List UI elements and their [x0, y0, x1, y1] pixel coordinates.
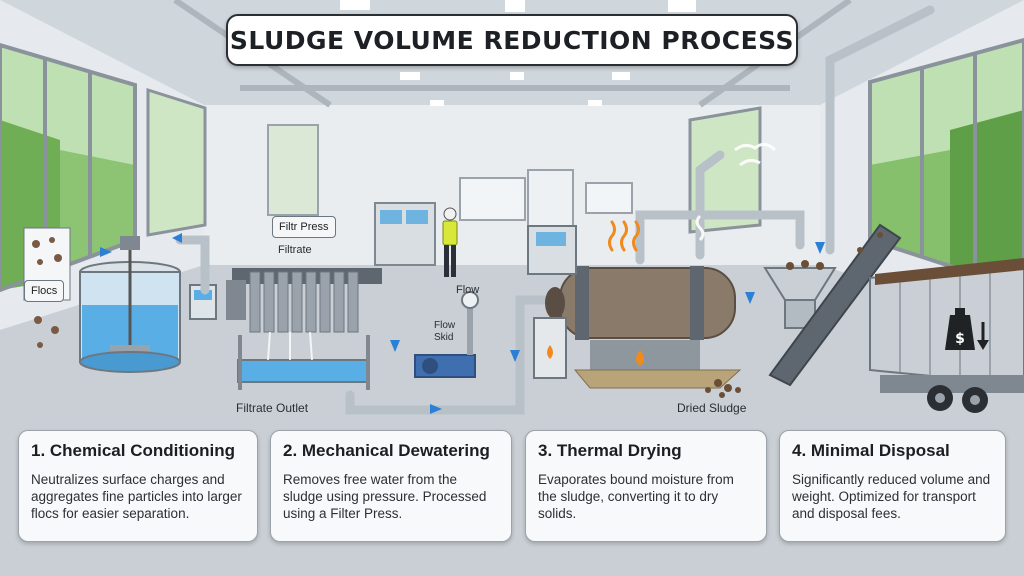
- heat-waves: [608, 220, 640, 252]
- control-panel: [527, 225, 577, 275]
- flow-arrows: [100, 233, 825, 414]
- dried-sludge-label: Dried Sludge: [677, 401, 747, 415]
- title-banner: SLUDGE VOLUME REDUCTION PROCESS: [226, 14, 798, 66]
- dried-sludge-pile: [705, 379, 741, 398]
- thermal-dryer: [533, 266, 742, 389]
- step-heading: 1. Chemical Conditioning: [31, 441, 236, 460]
- step-card-minimal-disposal: 4. Minimal Disposal Significantly reduce…: [779, 430, 1006, 542]
- filter-press: [226, 268, 382, 390]
- flow-label: Flow: [456, 284, 480, 296]
- ceiling-lights: [340, 0, 696, 106]
- filtrate-outlet-label: Filtrate Outlet: [236, 401, 309, 415]
- step-card-mechanical-dewatering: 2. Mechanical Dewatering Removes free wa…: [270, 430, 512, 542]
- page-title: SLUDGE VOLUME REDUCTION PROCESS: [229, 25, 795, 55]
- step-description: Removes free water from the sludge using…: [283, 472, 487, 521]
- filter-press-tag: Filtr Press: [272, 216, 336, 238]
- steam-icon: [695, 143, 777, 242]
- step-description: Significantly reduced volume and weight.…: [792, 472, 991, 521]
- step-card-chemical-conditioning: 1. Chemical Conditioning Neutralizes sur…: [18, 430, 258, 542]
- flow-skid-label: Flow Skid: [434, 320, 456, 343]
- hopper-conveyor: [763, 223, 902, 387]
- right-windows: [688, 37, 1024, 293]
- step-heading: 2. Mechanical Dewatering: [283, 441, 490, 460]
- worker-figure: [442, 207, 458, 277]
- flow-skid: [414, 291, 479, 378]
- filtrate-label: Filtrate: [278, 244, 312, 256]
- cost-reduction-icon: $: [945, 308, 989, 350]
- back-wall-panels: [267, 124, 633, 266]
- conditioning-tank: [79, 236, 217, 373]
- svg-text:$: $: [955, 331, 965, 347]
- disposal-truck: $: [869, 258, 1024, 413]
- step-heading: 3. Thermal Drying: [538, 441, 682, 460]
- step-heading: 4. Minimal Disposal: [792, 441, 950, 460]
- step-description: Evaporates bound moisture from the sludg…: [538, 472, 734, 521]
- step-description: Neutralizes surface charges and aggregat…: [31, 472, 242, 521]
- flocs-label: Flocs: [24, 280, 65, 302]
- step-card-thermal-drying: 3. Thermal Drying Evaporates bound moist…: [525, 430, 767, 542]
